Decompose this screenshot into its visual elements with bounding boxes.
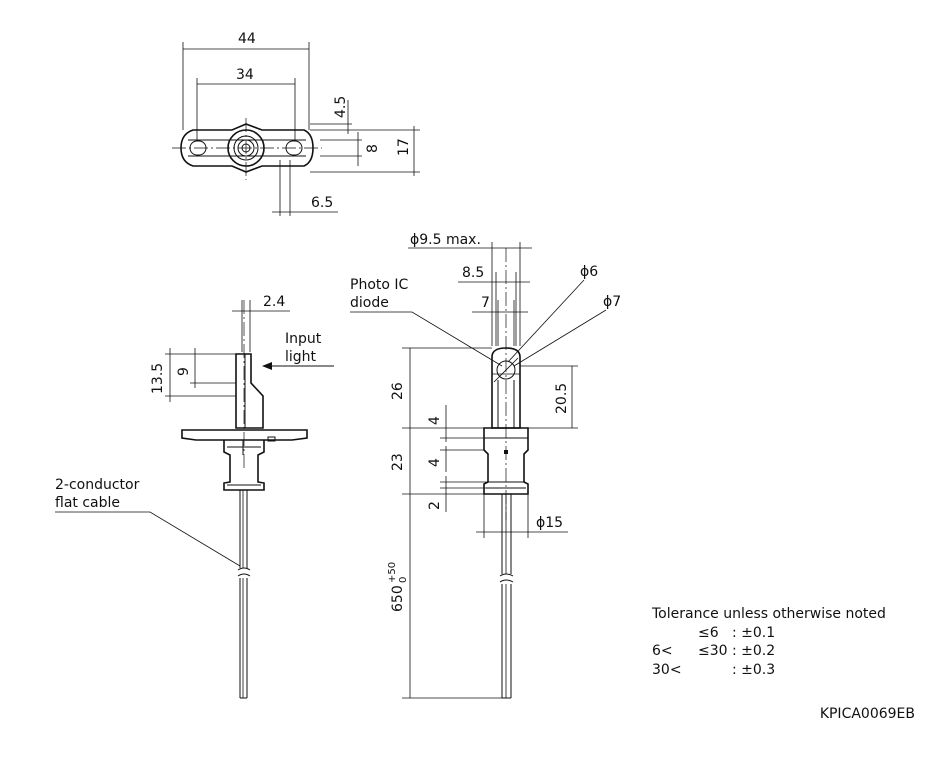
side-view-flange [181,429,308,441]
dim-8-5: 8.5 [462,265,484,281]
dim-2-4: 2.4 [263,294,285,310]
dim-4-5: 4.5 [333,96,349,118]
dim-9: 9 [176,367,192,376]
side-view-body [223,440,265,491]
side-view-cable [239,490,248,699]
svg-text:+50: +50 [387,562,398,583]
tolerance-title: Tolerance unless otherwise noted [652,606,886,622]
tolerance-row: ≤6 : ±0.1 [698,624,776,641]
top-view-flange [180,123,314,173]
photo-ic-leader [350,311,503,367]
label-photo-ic: Photo IC [350,277,409,293]
dim-8: 8 [365,144,381,153]
front-view: ϕ9.5 max. 8.5 7 ϕ6 ϕ7 Photo IC diode 26 … [350,232,621,699]
dim-phi-7: ϕ7 [603,294,621,310]
svg-text:0: 0 [398,577,409,583]
tolerance-row: 6< ≤30 : ±0.2 [652,643,776,659]
dim-cable-length: 650 +50 0 [387,562,409,612]
label-input: Input [285,331,322,347]
dim-17: 17 [396,138,412,156]
dim-4-lower: 4 [427,458,443,467]
dim-phi-6: ϕ6 [580,264,598,280]
dim-13-5: 13.5 [150,363,166,394]
dim-44: 44 [238,31,256,47]
front-view-window [491,347,521,429]
label-diode: diode [350,295,389,311]
drawing-code: KPICA0069EB [819,706,915,722]
dim-26: 26 [390,382,406,400]
label-cable-2: flat cable [55,495,120,511]
tolerance-row: 30< : ±0.3 [652,661,776,678]
dim-2: 2 [427,501,443,510]
front-view-cable [501,494,512,699]
top-view: 44 34 4.5 8 17 6.5 [172,31,420,216]
label-light: light [285,349,317,365]
tolerance-note: Tolerance unless otherwise noted ≤6 : ±0… [652,605,886,679]
dim-23: 23 [390,453,406,471]
dim-phi-9-5: ϕ9.5 max. [410,232,481,248]
svg-text:650: 650 [390,585,406,612]
label-cable-1: 2-conductor [55,477,140,493]
dim-20-5: 20.5 [554,383,570,414]
dim-34: 34 [236,67,254,83]
dim-7: 7 [481,295,490,311]
side-view: 2.4 Input light 13.5 9 2-conductor flat … [55,294,334,699]
dim-phi-15: ϕ15 [536,515,563,531]
dim-6-5: 6.5 [311,195,333,211]
dim-4-upper: 4 [427,416,443,425]
side-view-window [235,353,264,429]
cable-leader [55,511,241,567]
